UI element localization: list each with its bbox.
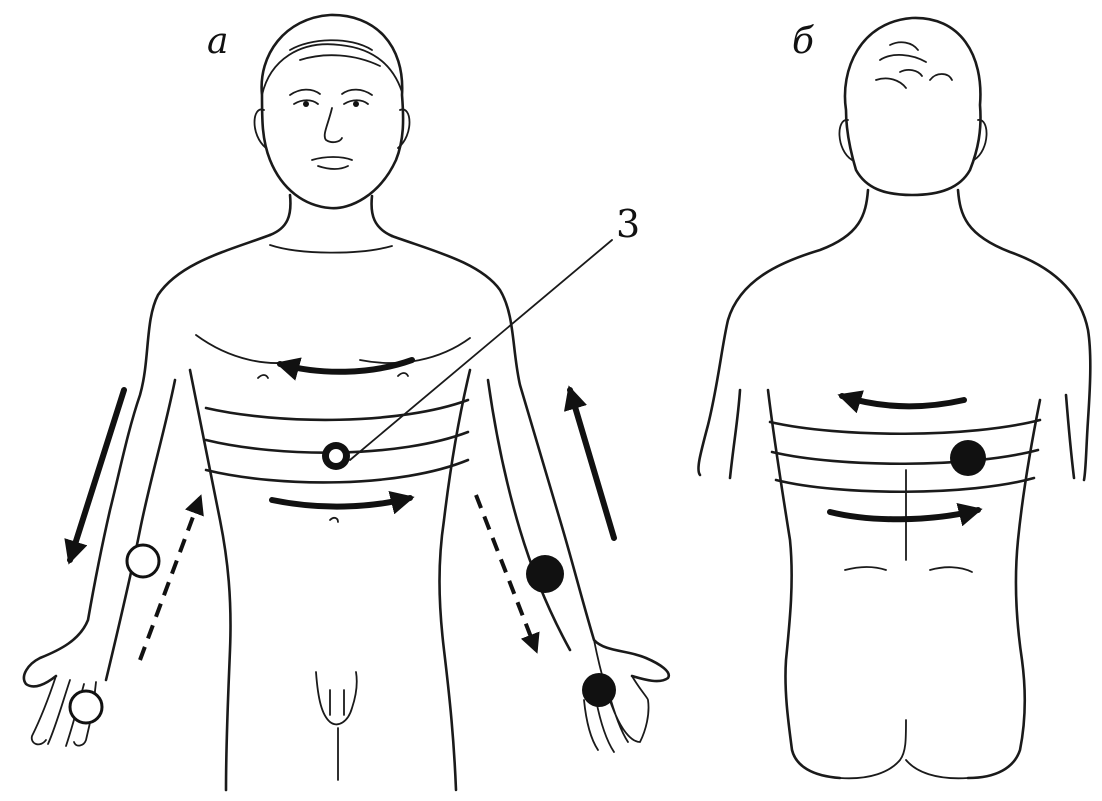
front-navel	[330, 518, 338, 522]
front-chest-arrow	[280, 360, 412, 372]
back-hair-whorl	[876, 42, 952, 88]
front-left-forearm-electrode	[127, 545, 159, 577]
front-abdomen-arrow	[272, 498, 410, 507]
back-arms-left	[730, 390, 740, 478]
callout-number: 3	[616, 202, 640, 246]
back-buttocks	[840, 720, 968, 778]
back-belt-bot	[776, 478, 1034, 492]
front-neck	[270, 195, 392, 236]
front-figure	[24, 15, 669, 790]
front-hair	[262, 40, 402, 95]
front-pupil-left	[303, 101, 309, 107]
front-chest-line	[196, 335, 470, 363]
front-torso-left	[190, 370, 231, 790]
front-left-arm-arrow	[70, 390, 124, 560]
front-nose	[325, 108, 342, 142]
back-view-label: б	[792, 21, 815, 62]
front-pelvis	[316, 672, 357, 780]
front-mouth	[312, 157, 352, 169]
front-right-wrist-electrode	[582, 673, 616, 707]
back-upper-arrow	[842, 396, 964, 406]
back-belt-electrode	[950, 440, 986, 476]
front-right-shoulder	[392, 236, 669, 681]
back-figure	[698, 18, 1090, 778]
back-belt-mid	[772, 450, 1038, 464]
front-shoulders	[24, 235, 270, 686]
front-collar	[270, 245, 392, 253]
back-belt-top	[770, 420, 1040, 434]
front-eyebrows	[290, 90, 372, 95]
back-arms-right	[1066, 395, 1074, 478]
front-belt-top	[206, 400, 468, 420]
back-neck-shoulders	[698, 190, 1090, 480]
front-belt-electrode-core	[329, 449, 343, 463]
front-left-arm-dashed-arrow	[140, 498, 200, 660]
back-lower-arrow	[830, 510, 978, 519]
front-right-forearm-electrode	[526, 555, 564, 593]
back-torso-left	[768, 390, 840, 778]
front-pupil-right	[353, 101, 359, 107]
front-inner-arm-left	[106, 380, 175, 680]
front-right-arm-arrow	[570, 390, 614, 538]
front-left-wrist-electrode	[70, 691, 102, 723]
front-view-label: а	[207, 21, 228, 62]
back-lower-lines	[845, 567, 972, 572]
